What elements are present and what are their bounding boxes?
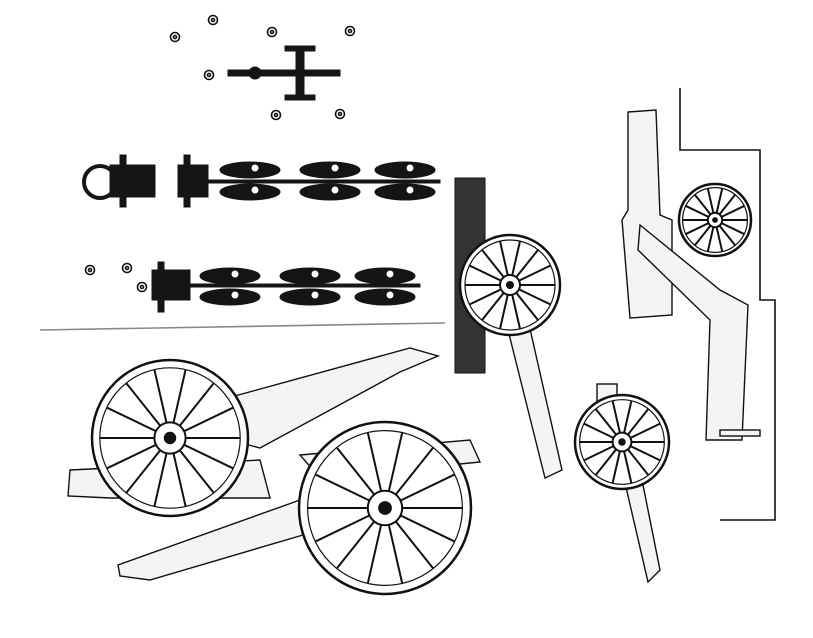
horse-silhouette (199, 288, 261, 306)
horse-silhouette (219, 161, 281, 179)
small-mountain-gun-front-view (573, 383, 671, 584)
horse-silhouette (299, 183, 361, 201)
horse-silhouette (374, 183, 436, 201)
field-gun-side-view-front (117, 420, 482, 596)
wheel (458, 233, 562, 337)
horse-silhouette (354, 267, 416, 285)
wheel (677, 182, 753, 258)
crew-figure (207, 14, 219, 26)
gun-team-top-view-limber (84, 261, 421, 313)
horse-silhouette (279, 267, 341, 285)
wheel (297, 420, 473, 596)
crew-figure (266, 26, 278, 38)
horse-silhouette (354, 288, 416, 306)
horse-silhouette (199, 267, 261, 285)
crew-figure (203, 69, 215, 81)
wheel (90, 358, 250, 518)
crew-figure (121, 262, 133, 274)
crew-figure (334, 108, 346, 120)
gun-team-top-view-six-horses (82, 154, 441, 208)
crew-figure (169, 31, 181, 43)
gun-crew-top-view (169, 14, 356, 121)
field-gun-side-view-left (67, 347, 441, 518)
crew-figure (270, 109, 282, 121)
siege-gun-upright-side-view (621, 109, 761, 441)
crew-figure (136, 281, 148, 293)
horse-silhouette (374, 161, 436, 179)
horse-silhouette (299, 161, 361, 179)
gun-top-silhouette (227, 45, 341, 101)
wheel (573, 393, 671, 491)
crew-figure (84, 264, 96, 276)
gun-on-end-rear-view (454, 177, 563, 479)
crew-figure (344, 25, 356, 37)
plate-border-lines (39, 88, 776, 521)
horse-silhouette (219, 183, 281, 201)
horse-silhouette (279, 288, 341, 306)
